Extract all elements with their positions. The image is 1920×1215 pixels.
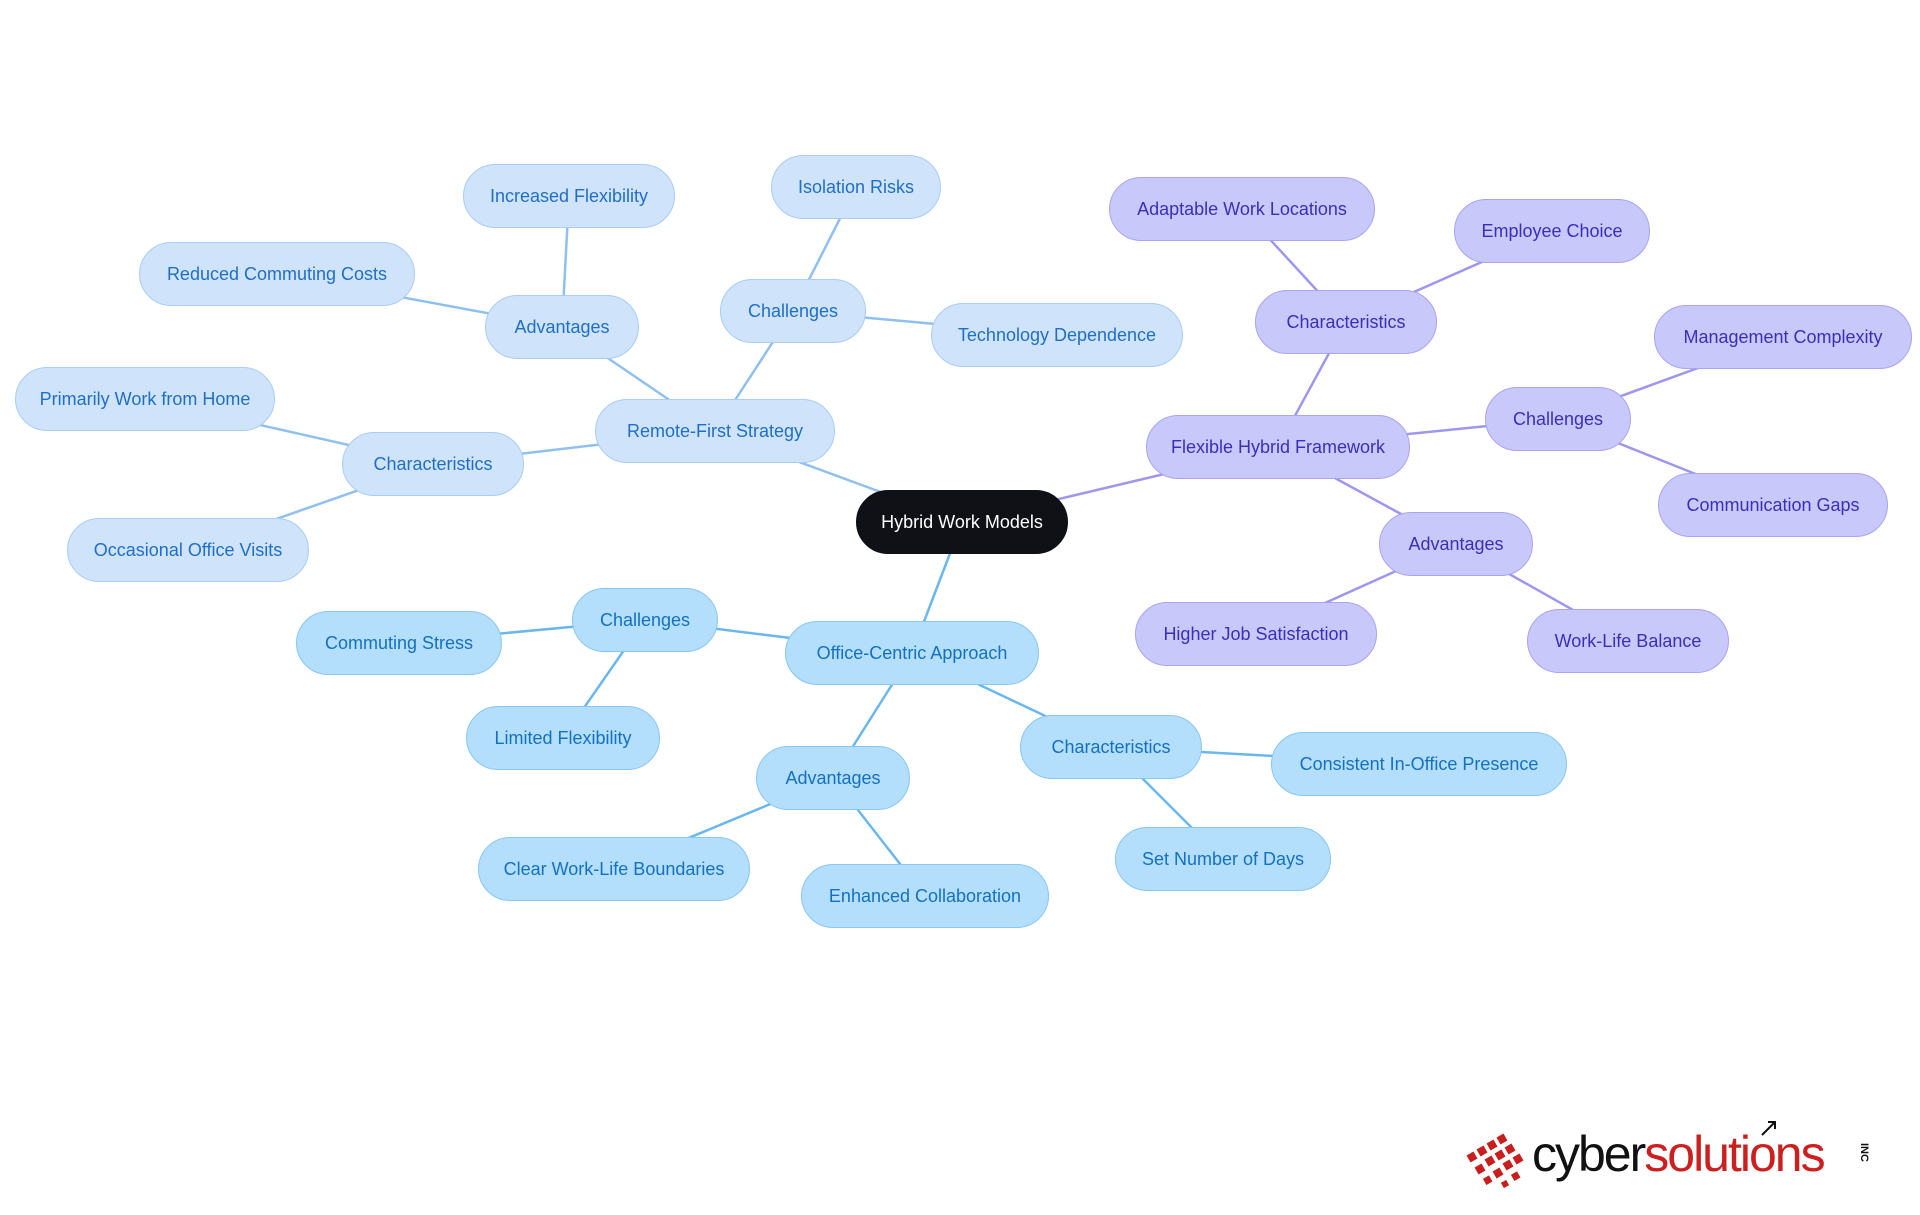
root-node[interactable]: Hybrid Work Models [856,490,1068,554]
leaf-node-work-life-balance[interactable]: Work-Life Balance [1527,609,1729,673]
leaf-node-adaptable-work-locations[interactable]: Adaptable Work Locations [1109,177,1375,241]
leaf-node-management-complexity[interactable]: Management Complexity [1654,305,1912,369]
category-node-challenges[interactable]: Challenges [720,279,866,343]
leaf-node-increased-flexibility[interactable]: Increased Flexibility [463,164,675,228]
logo-text-cyber: cyber [1532,1126,1646,1182]
leaf-node-higher-job-satisfaction[interactable]: Higher Job Satisfaction [1135,602,1377,666]
leaf-node-commuting-stress[interactable]: Commuting Stress [296,611,502,675]
leaf-node-clear-work-life-boundaries[interactable]: Clear Work-Life Boundaries [478,837,750,901]
category-node-advantages[interactable]: Advantages [485,295,639,359]
category-node-advantages[interactable]: Advantages [1379,512,1533,576]
branch-node-flexible-hybrid-framework[interactable]: Flexible Hybrid Framework [1146,415,1410,479]
leaf-node-technology-dependence[interactable]: Technology Dependence [931,303,1183,367]
leaf-node-employee-choice[interactable]: Employee Choice [1454,199,1650,263]
leaf-node-set-number-of-days[interactable]: Set Number of Days [1115,827,1331,891]
leaf-node-occasional-office-visits[interactable]: Occasional Office Visits [67,518,309,582]
logo-text-solutions: solutions [1644,1126,1825,1182]
branch-node-remote-first-strategy[interactable]: Remote-First Strategy [595,399,835,463]
branch-node-office-centric-approach[interactable]: Office-Centric Approach [785,621,1039,685]
leaf-node-communication-gaps[interactable]: Communication Gaps [1658,473,1888,537]
logo-arrow-icon [1761,1121,1776,1136]
category-node-challenges[interactable]: Challenges [1485,387,1631,451]
leaf-node-isolation-risks[interactable]: Isolation Risks [771,155,941,219]
category-node-challenges[interactable]: Challenges [572,588,718,652]
category-node-characteristics[interactable]: Characteristics [1255,290,1437,354]
logo-pixel-mark-icon [1466,1133,1524,1189]
category-node-advantages[interactable]: Advantages [756,746,910,810]
leaf-node-primarily-work-from-home[interactable]: Primarily Work from Home [15,367,275,431]
leaf-node-consistent-in-office-presence[interactable]: Consistent In-Office Presence [1271,732,1567,796]
logo-inc: INC [1858,1143,1870,1162]
logo-wordmark: cybersolutions [1532,1125,1826,1183]
cybersolutions-logo: cybersolutions INC [1460,1121,1880,1195]
category-node-characteristics[interactable]: Characteristics [1020,715,1202,779]
category-node-characteristics[interactable]: Characteristics [342,432,524,496]
leaf-node-reduced-commuting-costs[interactable]: Reduced Commuting Costs [139,242,415,306]
leaf-node-limited-flexibility[interactable]: Limited Flexibility [466,706,660,770]
leaf-node-enhanced-collaboration[interactable]: Enhanced Collaboration [801,864,1049,928]
